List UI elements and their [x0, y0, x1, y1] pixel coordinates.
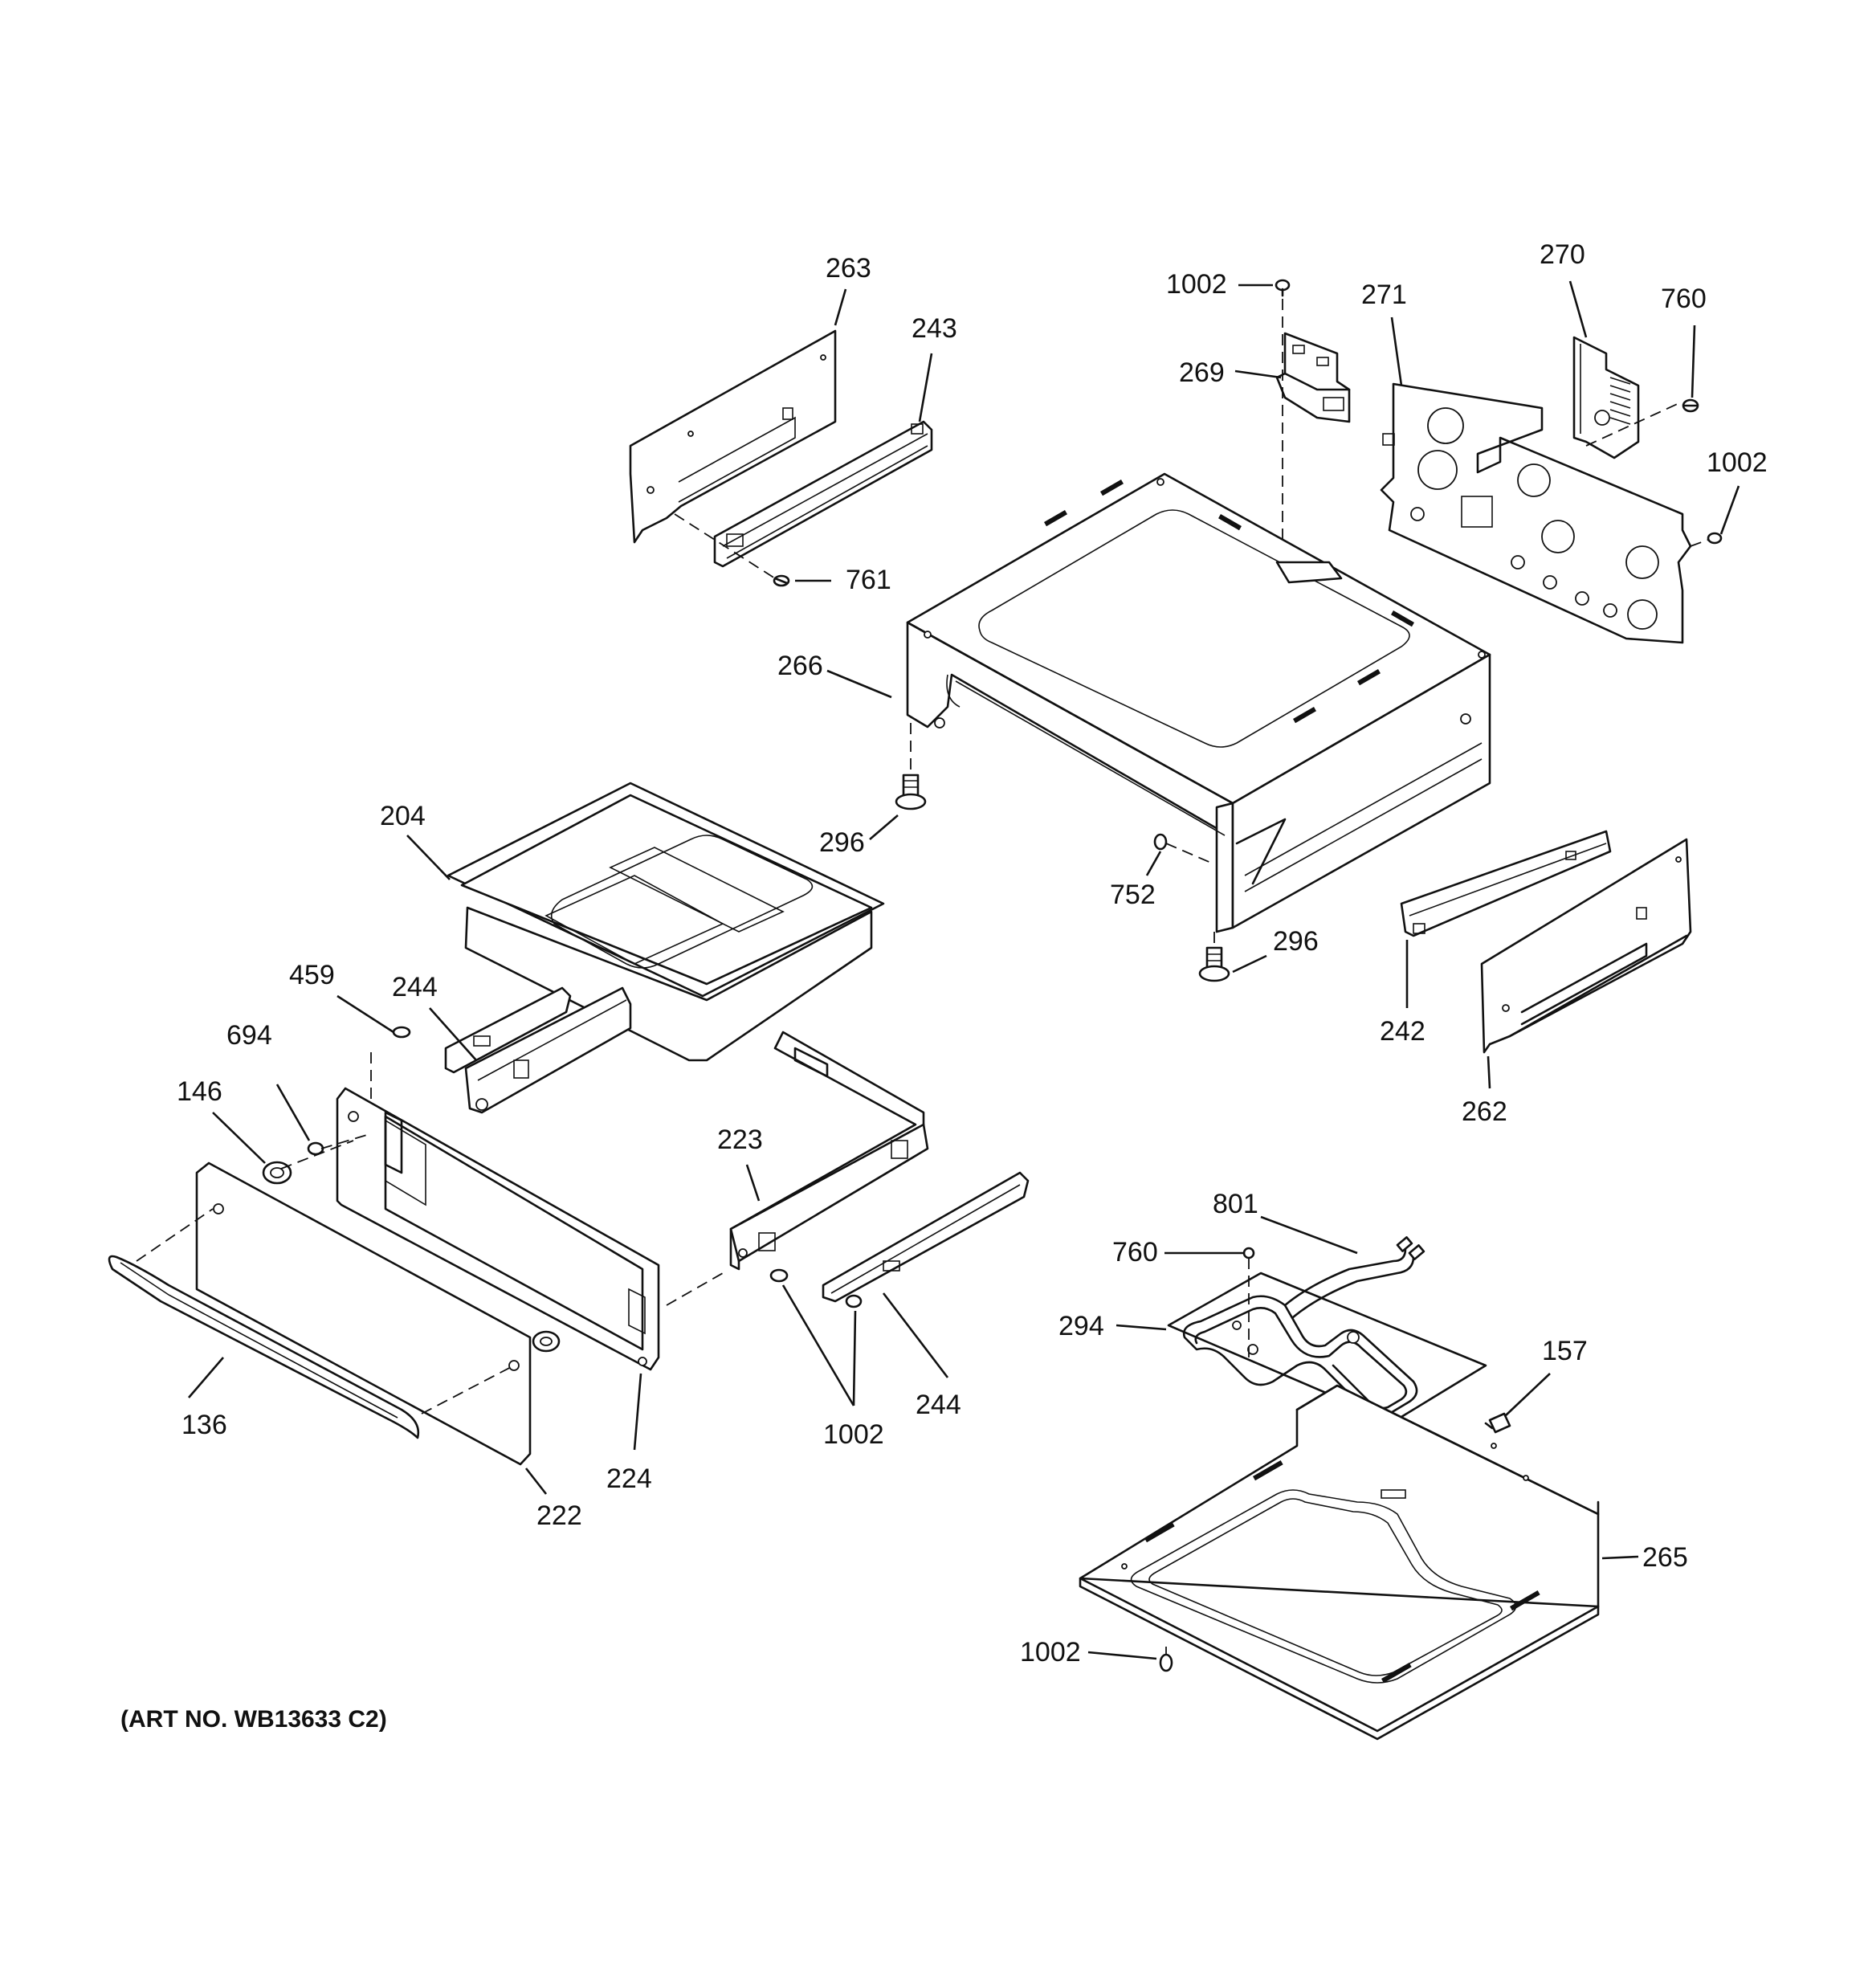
- callout-223: 223: [717, 1125, 763, 1155]
- part-296-leg-left: [895, 723, 927, 810]
- callout-296-left: 296: [819, 827, 865, 858]
- alignment-lines: [136, 1140, 724, 1414]
- callout-266: 266: [777, 651, 823, 681]
- part-262-side-panel: [1480, 838, 1692, 1054]
- part-270-relay-block: [1572, 336, 1683, 459]
- callout-265: 265: [1642, 1542, 1688, 1573]
- callout-801: 801: [1213, 1189, 1258, 1219]
- part-1002-screw-bottom: [1159, 1647, 1173, 1672]
- part-265-bottom-pan: [1079, 1384, 1600, 1741]
- callout-243: 243: [912, 313, 957, 344]
- callout-146: 146: [177, 1076, 222, 1107]
- callout-244-upper: 244: [392, 972, 438, 1002]
- part-204-drawer-tray: [447, 782, 885, 1062]
- callout-459: 459: [289, 960, 335, 990]
- callout-269: 269: [1179, 357, 1225, 388]
- callout-271: 271: [1361, 280, 1407, 310]
- part-266-cavity-frame: [906, 472, 1491, 933]
- callout-760-bottom: 760: [1112, 1237, 1158, 1268]
- callout-270: 270: [1540, 239, 1585, 270]
- callout-136: 136: [181, 1410, 227, 1440]
- callout-1002-right: 1002: [1707, 447, 1768, 478]
- callout-242: 242: [1380, 1016, 1425, 1047]
- part-222-drawer-front: [195, 1161, 561, 1466]
- part-1002-screw-right: [1690, 532, 1723, 547]
- callout-labels: 263 243 761 1002 269 271 270 760 1002 26…: [120, 239, 1768, 1733]
- callout-294: 294: [1058, 1311, 1104, 1341]
- part-146-grommet: [262, 1161, 292, 1185]
- part-242-side-rail: [1400, 830, 1612, 937]
- part-136-handle: [108, 1255, 420, 1439]
- callout-222: 222: [536, 1500, 582, 1531]
- part-760-screw-bottom: [1242, 1247, 1255, 1357]
- callout-752: 752: [1110, 880, 1156, 910]
- callout-760-top: 760: [1661, 284, 1707, 314]
- callout-761: 761: [846, 565, 891, 595]
- part-269-bracket: [1275, 279, 1351, 554]
- callout-204: 204: [380, 801, 426, 831]
- part-244-slide-upper: [444, 986, 632, 1114]
- part-761-screw: [674, 513, 790, 587]
- callout-224: 224: [606, 1463, 652, 1494]
- part-1002-screw-bottom-mid: [769, 1268, 863, 1308]
- part-244-slide-lower: [822, 1171, 1030, 1303]
- callout-694: 694: [226, 1020, 272, 1051]
- part-157-clip: [1484, 1412, 1511, 1434]
- leader-lines: [188, 280, 1740, 1660]
- part-224-inner-panel: [336, 1087, 660, 1371]
- callout-1002-bottom: 1002: [1020, 1637, 1081, 1668]
- part-296-leg-right: [1198, 932, 1230, 982]
- callout-296-right: 296: [1273, 926, 1319, 957]
- part-243-slide-rail: [713, 420, 933, 568]
- callout-244-lower: 244: [916, 1390, 961, 1420]
- art-number: (ART NO. WB13633 C2): [120, 1706, 387, 1733]
- part-294-bake-element: [1167, 1236, 1487, 1423]
- callout-1002-top: 1002: [1166, 269, 1227, 300]
- callout-1002-bottom-mid: 1002: [823, 1419, 884, 1450]
- callout-263: 263: [826, 253, 871, 284]
- callout-157: 157: [1542, 1336, 1588, 1366]
- part-694-bolt: [307, 1133, 370, 1156]
- part-223-drawer-frame: [729, 1031, 929, 1271]
- callout-262: 262: [1462, 1096, 1507, 1127]
- part-752-screw: [1153, 833, 1213, 864]
- part-760-screw-top: [1682, 398, 1699, 413]
- part-263-side-panel: [629, 329, 837, 544]
- part-271-control-board: [1380, 382, 1692, 644]
